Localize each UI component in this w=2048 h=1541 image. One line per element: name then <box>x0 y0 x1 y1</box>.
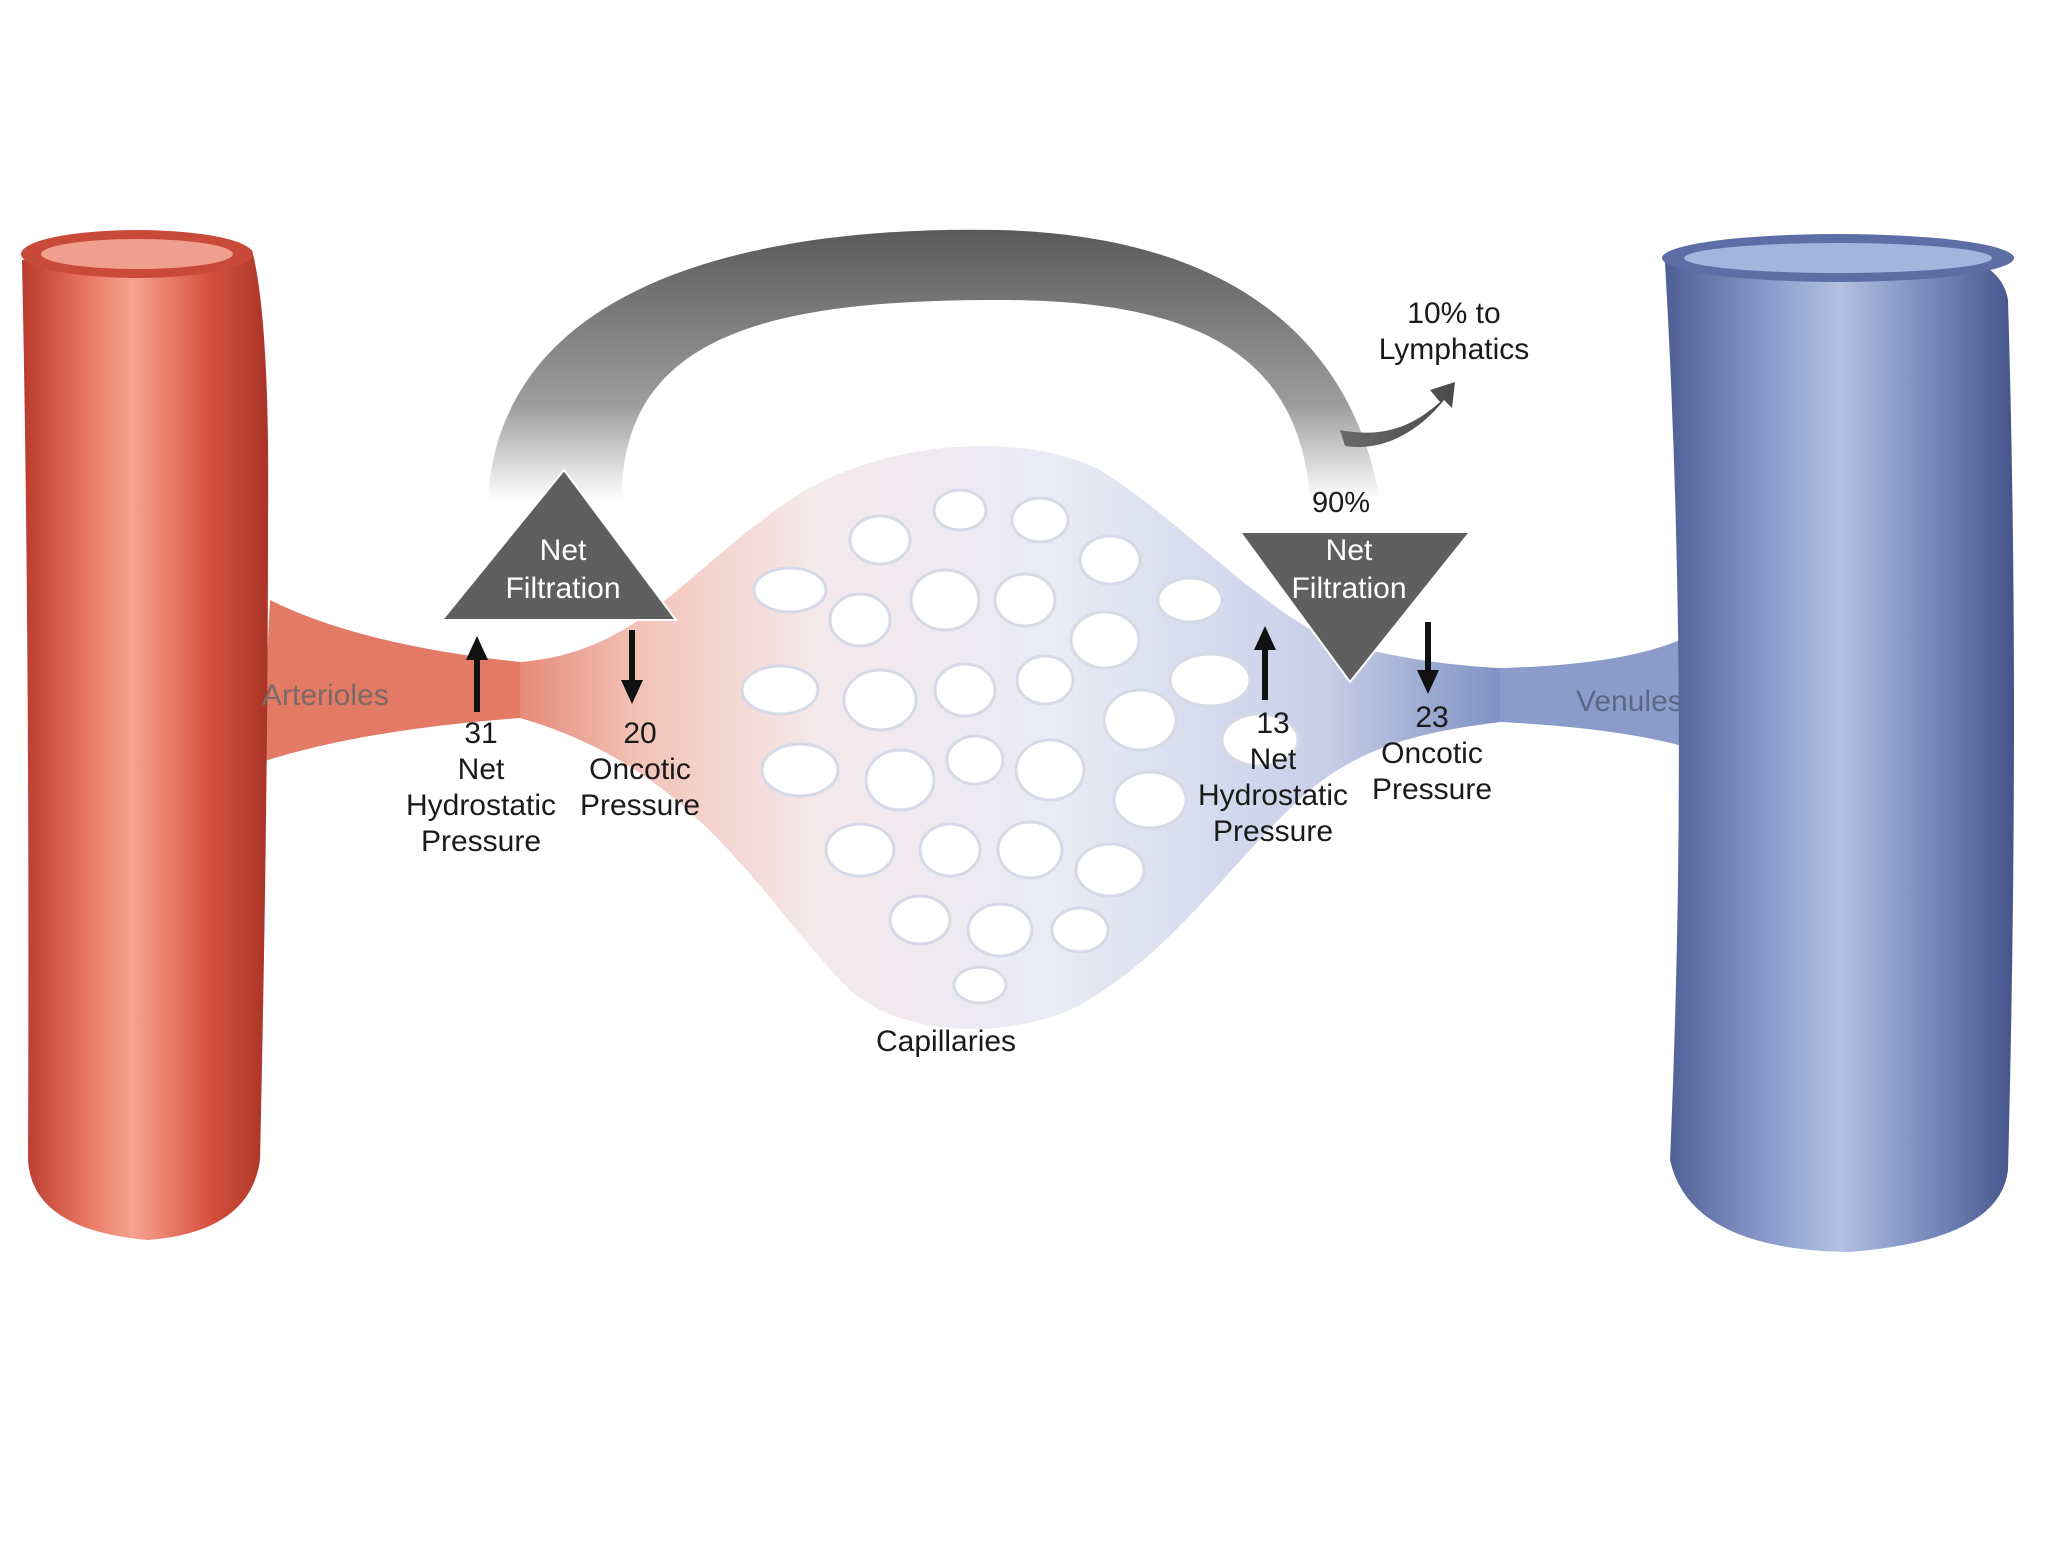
capillary-mesh-holes <box>740 488 1300 1005</box>
venules-label: Venules <box>1576 685 1683 718</box>
venous-filtration-label: Net Filtration <box>1274 532 1424 607</box>
venous-hydrostatic-value: 13 <box>1256 707 1290 740</box>
venous-hydrostatic-label: 13 Net Hydrostatic Pressure <box>1188 706 1358 850</box>
venous-filtration-line1: Net <box>1325 534 1373 567</box>
lymphatics-line2: Lymphatics <box>1378 333 1530 366</box>
venous-hydrostatic-line1: Net <box>1249 743 1297 776</box>
arterial-hydrostatic-line1: Net <box>457 753 505 786</box>
arterial-oncotic-value: 20 <box>623 717 657 750</box>
arterial-oncotic-down-arrow-icon <box>621 630 643 704</box>
reabsorbed-percent-label: 90% <box>1312 487 1371 519</box>
lymphatic-arrow <box>1340 382 1455 447</box>
arterial-hydrostatic-up-arrow-icon <box>466 636 488 712</box>
arteriole-vessel <box>21 230 520 1240</box>
filtration-out-triangle-icon <box>439 468 678 621</box>
venous-oncotic-value: 23 <box>1415 701 1449 734</box>
arterial-oncotic-line2: Pressure <box>579 789 701 822</box>
arterial-hydrostatic-value: 31 <box>464 717 498 750</box>
venous-hydrostatic-up-arrow-icon <box>1254 626 1276 700</box>
arterial-filtration-line1: Net <box>539 534 587 567</box>
filtration-in-triangle-icon <box>1238 531 1473 684</box>
lymphatics-label: 10% to Lymphatics <box>1368 296 1540 368</box>
arterial-filtration-label: Net Filtration <box>488 532 638 607</box>
arterial-hydrostatic-line3: Pressure <box>420 825 542 858</box>
venous-oncotic-down-arrow-icon <box>1417 622 1439 694</box>
capillaries-label: Capillaries <box>876 1025 1017 1058</box>
venous-hydrostatic-line3: Pressure <box>1212 815 1334 848</box>
arterioles-label: Arterioles <box>262 679 389 712</box>
venous-oncotic-label: 23 Oncotic Pressure <box>1362 700 1502 808</box>
arterial-hydrostatic-label: 31 Net Hydrostatic Pressure <box>396 716 566 860</box>
flow-arrow-90 <box>488 229 1380 500</box>
venous-hydrostatic-line2: Hydrostatic <box>1197 779 1349 812</box>
venule-vessel <box>1500 234 2014 1252</box>
arterial-oncotic-line1: Oncotic <box>589 753 691 786</box>
capillary-bed <box>520 446 1500 1029</box>
venous-oncotic-line1: Oncotic <box>1381 737 1483 770</box>
lymphatics-line1: 10% to <box>1407 297 1501 330</box>
venous-filtration-line2: Filtration <box>1291 571 1407 605</box>
arterial-filtration-line2: Filtration <box>505 571 621 605</box>
venous-oncotic-line2: Pressure <box>1371 773 1493 806</box>
arterial-oncotic-label: 20 Oncotic Pressure <box>570 716 710 824</box>
arterial-hydrostatic-line2: Hydrostatic <box>405 789 557 822</box>
